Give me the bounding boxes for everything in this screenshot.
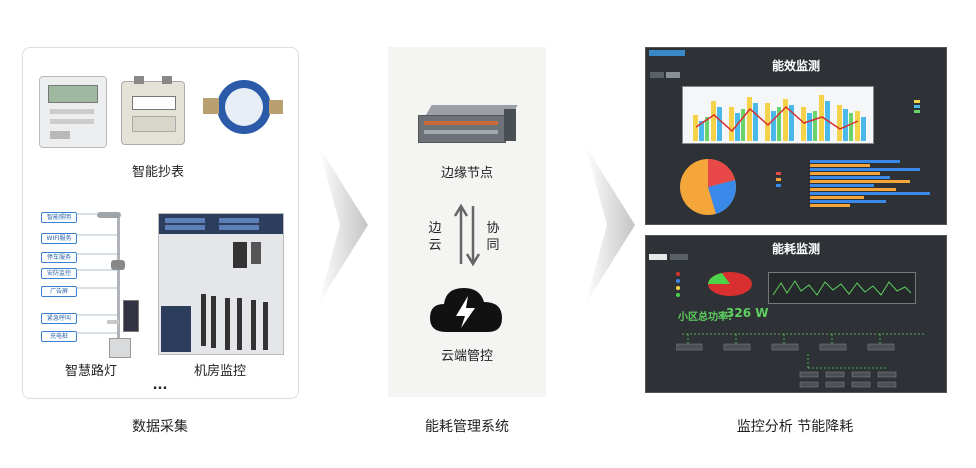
power-topology-diagram [676, 333, 926, 388]
dashboard-button [650, 72, 664, 78]
flow-arrow-1 [318, 145, 368, 305]
pole-tag: 安防监控 [41, 268, 77, 279]
street-light-label: 智慧路灯 [64, 364, 117, 379]
pole-tag-connectors [76, 213, 119, 334]
collaboration-text-right: 协同 [486, 221, 500, 253]
efficiency-pie-chart [680, 159, 736, 215]
cloud-icon [430, 288, 502, 332]
power-line-chart [768, 272, 916, 304]
efficiency-bar-chart [682, 86, 874, 144]
total-power-value: 326 W [726, 306, 769, 320]
energy-system-caption: 能耗管理系统 [425, 419, 509, 435]
pie-legend [776, 172, 786, 194]
consumption-dashboard: 能耗监测 小区总功率: 326 W [645, 235, 947, 393]
pole-tag: 紧急呼叫 [41, 313, 77, 324]
efficiency-title: 能效监测 [771, 59, 820, 73]
total-power-label: 小区总功率: [678, 312, 732, 323]
server-room-floorplan [158, 213, 284, 355]
pole-tag: WIFI服务 [41, 233, 77, 244]
consumption-title: 能耗监测 [771, 242, 820, 256]
flow-arrow-2 [585, 145, 635, 305]
pole-tag: 智能照明 [41, 212, 77, 223]
efficiency-dashboard: 能效监测 [645, 47, 947, 225]
street-light-illustration [31, 208, 151, 358]
consumption-pie-legend [676, 272, 686, 300]
dashboard-tab [670, 254, 688, 260]
chart-legend [914, 100, 942, 116]
pole-tag: 广告屏 [41, 286, 77, 297]
data-collection-caption: 数据采集 [132, 419, 188, 435]
dashboard-button [666, 72, 680, 78]
cloud-control-label: 云端管控 [440, 349, 493, 364]
dashboard-tab [649, 254, 667, 260]
energy-system-panel: 边缘节点 边云 协同 云端管控 [388, 47, 546, 397]
efficiency-horizontal-bar-chart [804, 158, 936, 218]
edge-cloud-text-left: 边云 [428, 221, 442, 253]
water-meter-icon [203, 76, 283, 140]
gas-meter-icon [121, 76, 185, 145]
edge-node-label: 边缘节点 [440, 166, 493, 181]
bidirectional-arrows-icon [453, 203, 481, 267]
server-room-label: 机房监控 [193, 364, 246, 379]
data-collection-panel: 智能抄表 智能照明 WIFI服务 停车服务 安防监控 广告屏 紧急呼叫 充电桩 … [22, 47, 299, 399]
pole-tag: 停车服务 [41, 252, 77, 263]
meter-reading-label: 智能抄表 [131, 165, 184, 180]
electric-meter-icon [39, 76, 107, 148]
pole-tag: 充电桩 [41, 331, 77, 342]
consumption-pie-chart [708, 272, 752, 296]
edge-node-server-icon [418, 105, 518, 145]
dashboard-tab [649, 50, 685, 56]
more-devices-ellipsis: ... [152, 378, 168, 393]
analysis-caption: 监控分析 节能降耗 [736, 419, 854, 435]
